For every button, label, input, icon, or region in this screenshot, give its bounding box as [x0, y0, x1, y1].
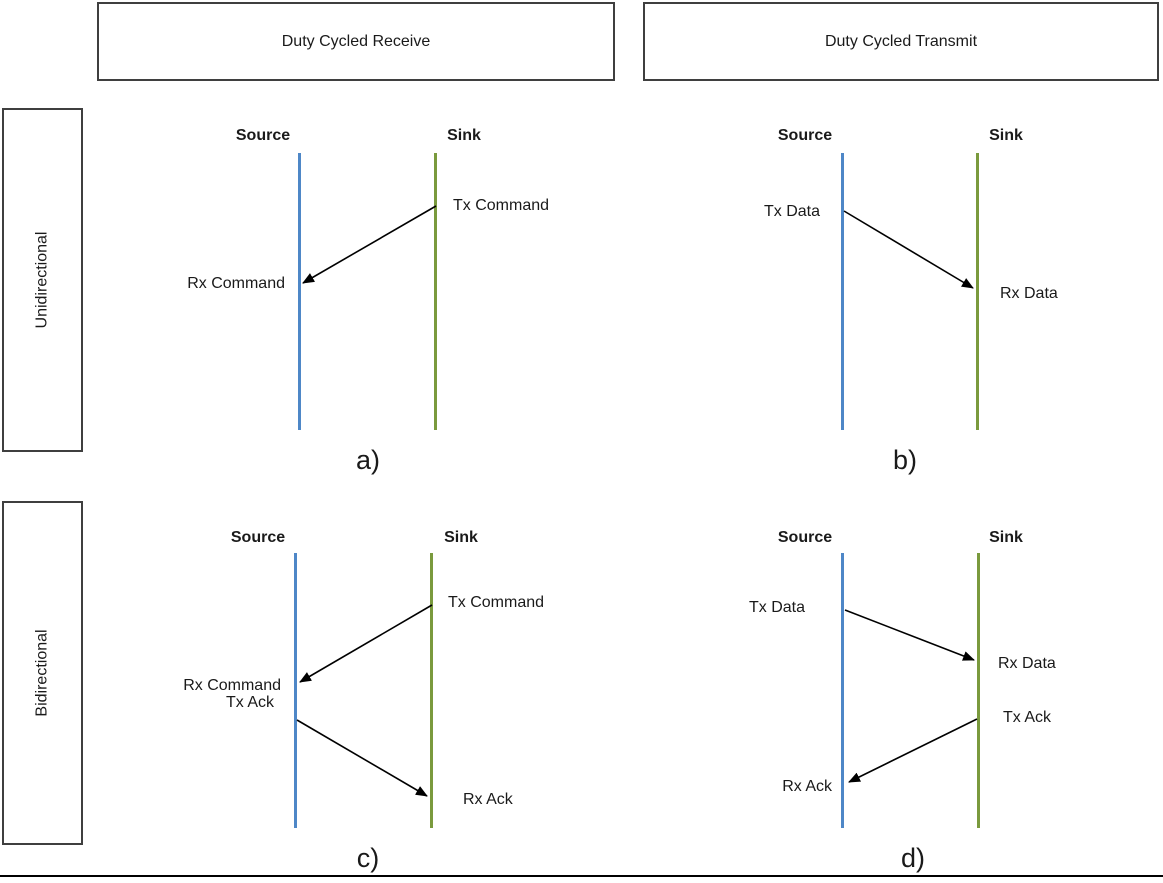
tx-message-label: Tx Data [748, 599, 805, 616]
message-arrow-b-tx-data [843, 210, 974, 289]
source-lifeline [841, 553, 844, 828]
source-lifeline [294, 553, 297, 828]
rx-message-label: Rx Data [998, 655, 1056, 672]
sink-actor-label: Sink [989, 127, 1023, 144]
sink-lifeline [430, 553, 433, 828]
message-arrow-d-tx-data [844, 609, 975, 661]
source-lifeline [298, 153, 301, 430]
column-header-duty-cycled-receive: Duty Cycled Receive [97, 2, 615, 81]
quadrant-caption: a) [355, 445, 381, 475]
rx-ack-message-label: Rx Ack [782, 778, 832, 795]
rx-message-label: Rx Command [183, 677, 281, 694]
rx-ack-message-label: Rx Ack [463, 791, 513, 808]
message-arrow-a-tx-command [302, 205, 437, 284]
quadrant-caption: c) [356, 843, 380, 873]
quadrant-caption: b) [892, 445, 918, 475]
rx-message-label: Rx Data [1000, 285, 1058, 302]
tx-message-label: Tx Command [448, 594, 545, 611]
source-actor-label: Source [777, 529, 833, 546]
tx-message-label: Tx Data [763, 203, 820, 220]
message-arrow-c-tx-ack [296, 719, 428, 797]
row-header-bidirectional: Bidirectional [2, 501, 83, 845]
tx-message-label: Tx Command [453, 197, 550, 214]
message-arrow-c-tx-command [299, 604, 433, 683]
row-header-unidirectional: Unidirectional [2, 108, 83, 452]
row-header-label: Unidirectional [33, 231, 51, 329]
source-actor-label: Source [235, 127, 291, 144]
quadrant-caption: d) [900, 843, 926, 873]
sink-lifeline [976, 153, 979, 430]
sink-actor-label: Sink [989, 529, 1023, 546]
rx-message-label: Rx Command [187, 275, 285, 292]
page-bottom-rule [0, 875, 1163, 877]
source-lifeline [841, 153, 844, 430]
source-actor-label: Source [777, 127, 833, 144]
sink-lifeline [977, 553, 980, 828]
tx-ack-message-label: Tx Ack [1003, 709, 1052, 726]
sink-actor-label: Sink [447, 127, 481, 144]
row-header-label: Bidirectional [33, 629, 51, 717]
column-header-duty-cycled-transmit: Duty Cycled Transmit [643, 2, 1159, 81]
column-header-label: Duty Cycled Receive [281, 32, 431, 50]
source-actor-label: Source [230, 529, 286, 546]
tx-ack-message-label: Tx Ack [225, 694, 274, 711]
sink-actor-label: Sink [444, 529, 478, 546]
column-header-label: Duty Cycled Transmit [824, 32, 978, 50]
message-arrow-d-tx-ack [848, 718, 978, 783]
sink-lifeline [434, 153, 437, 430]
